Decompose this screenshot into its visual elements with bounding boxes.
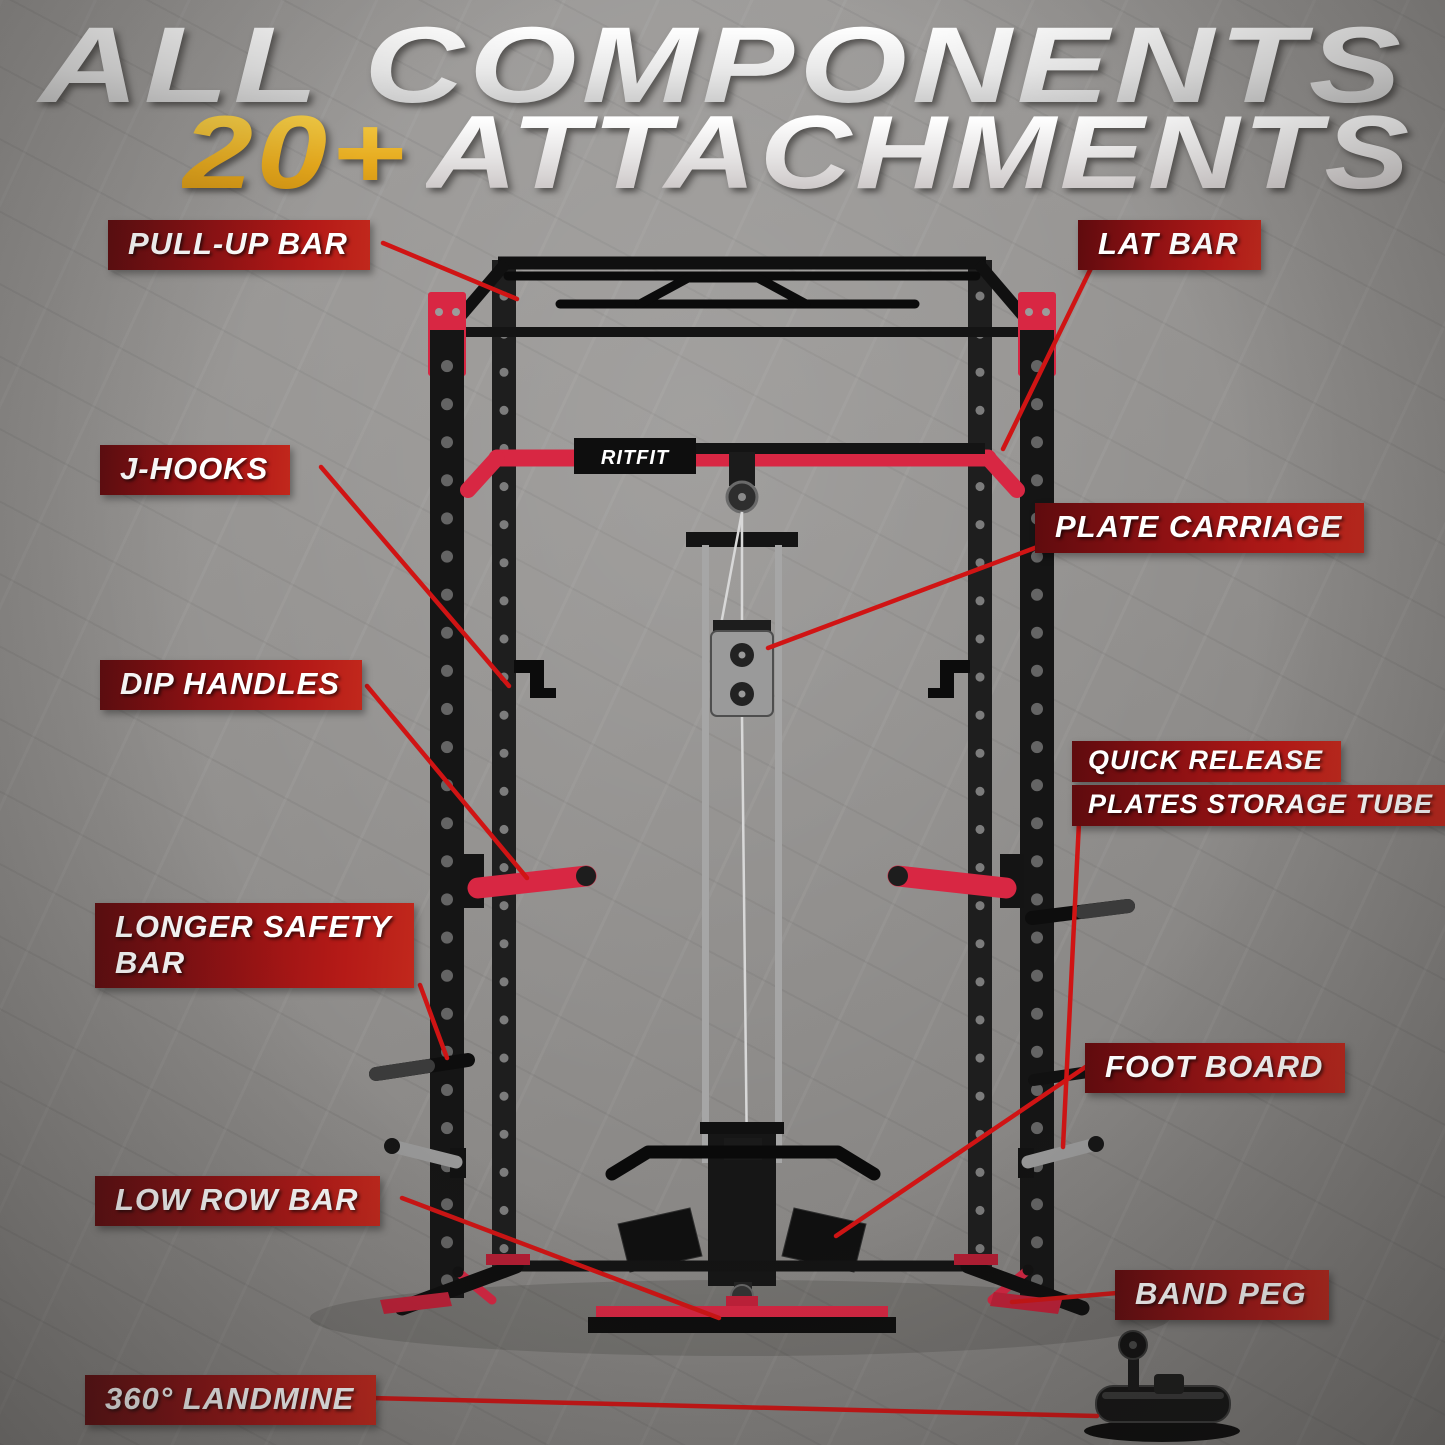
leader-lines xyxy=(318,240,1120,1419)
callout-band-peg: BAND PEG xyxy=(1115,1270,1329,1320)
power-rack: RITFIT xyxy=(369,256,1240,1442)
callout-pull-up-bar: PULL-UP BAR xyxy=(108,220,370,270)
callout-longer-safety-line2: BAR xyxy=(115,944,186,980)
leader-line-foot-board xyxy=(833,1063,1090,1239)
brand-logo: RITFIT xyxy=(601,447,670,469)
pull-up-bar-graphic xyxy=(503,271,981,309)
leader-line-band-peg xyxy=(1009,1290,1120,1305)
callout-plate-carriage: PLATE CARRIAGE xyxy=(1035,503,1365,553)
callout-longer-safety-line1: LONGER SAFETY xyxy=(115,909,392,944)
title-all-components: ALL COMPONENTS xyxy=(0,2,1445,127)
low-row-station-graphic xyxy=(605,1122,881,1308)
callout-landmine: 360° LANDMINE xyxy=(85,1375,377,1425)
landmine-graphic xyxy=(1084,1330,1240,1442)
leader-line-dip-handles xyxy=(364,683,530,881)
title-attachments-text: ATTACHMENTS xyxy=(425,95,1413,211)
title-attachment-count: 20+ xyxy=(182,95,409,211)
callout-lat-bar: LAT BAR xyxy=(1078,220,1261,270)
safety-bars-graphic xyxy=(369,899,1135,1086)
plate-storage-tubes-graphic xyxy=(384,1136,1104,1178)
j-hooks-graphic xyxy=(514,660,970,698)
leader-line-low-row-bar xyxy=(399,1195,722,1321)
callout-quick-release-line2: PLATES STORAGE TUBE xyxy=(1072,785,1445,826)
leader-line-longer-safety xyxy=(417,982,450,1061)
leader-line-j-hooks xyxy=(318,464,512,689)
leader-line-plate-carriage xyxy=(765,543,1043,651)
plate-carriage-graphic xyxy=(710,620,774,717)
leader-line-pull-up-bar xyxy=(380,240,520,302)
callout-foot-board: FOOT BOARD xyxy=(1085,1043,1346,1093)
lat-bar-graphic: RITFIT xyxy=(460,438,1025,514)
callout-low-row-bar: LOW ROW BAR xyxy=(95,1176,381,1226)
leader-line-quick-release xyxy=(1060,819,1082,1150)
callout-longer-safety-bar: LONGER SAFETY BAR xyxy=(95,903,414,989)
callout-quick-release-line1: QUICK RELEASE xyxy=(1072,741,1342,782)
callout-quick-release-storage: QUICK RELEASE PLATES STORAGE TUBE xyxy=(1072,741,1445,826)
callout-dip-handles: DIP HANDLES xyxy=(100,660,362,710)
leader-line-lat-bar xyxy=(1000,259,1097,452)
dip-handles-graphic xyxy=(460,854,1024,908)
callout-j-hooks: J-HOOKS xyxy=(100,445,291,495)
title-attachments-line: 20+ATTACHMENTS xyxy=(8,94,1445,213)
leader-line-landmine xyxy=(369,1395,1100,1419)
